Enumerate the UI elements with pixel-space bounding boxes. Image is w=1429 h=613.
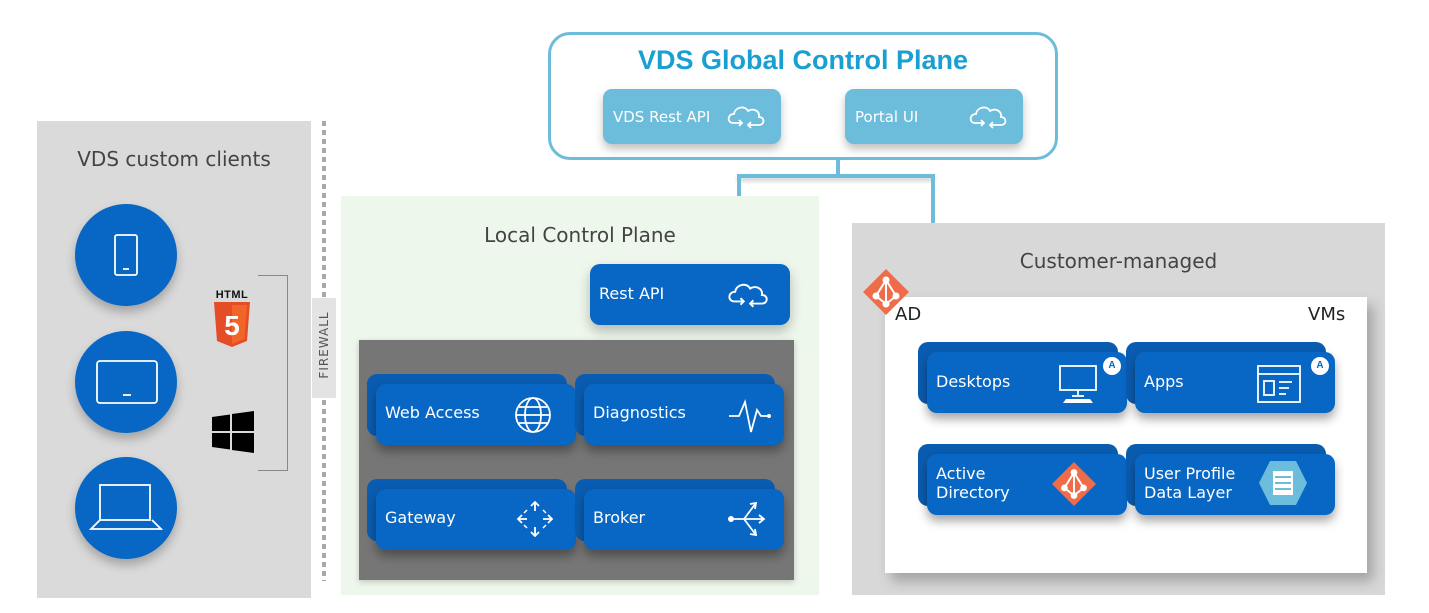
cloud-sync-icon	[728, 283, 768, 308]
cloud-sync-icon	[727, 106, 765, 129]
tablet-client[interactable]	[75, 331, 177, 433]
user-profile-data-layer-card[interactable]: User Profile Data Layer	[1126, 444, 1336, 516]
diagnostics-card[interactable]: Diagnostics	[575, 374, 785, 446]
active-directory-icon	[1051, 461, 1097, 507]
html5-badge: 5	[224, 310, 240, 341]
html5-label: HTML	[215, 289, 249, 301]
card-label: Diagnostics	[593, 403, 686, 422]
ad-label: AD	[895, 304, 922, 325]
laptop-client[interactable]	[75, 457, 177, 559]
firewall-label: FIREWALL	[317, 311, 331, 379]
vds-rest-api-card[interactable]: VDS Rest API	[603, 89, 781, 144]
card-label: Broker	[593, 508, 646, 527]
card-label: Rest API	[599, 284, 665, 303]
customer-managed-title: Customer-managed	[1019, 249, 1218, 273]
branch-arrows-icon	[728, 501, 766, 537]
active-directory-card[interactable]: Active Directory	[918, 444, 1128, 516]
html5-logo: HTML 5	[212, 289, 252, 351]
web-access-card[interactable]: Web Access	[367, 374, 577, 446]
portal-ui-card[interactable]: Portal UI	[845, 89, 1023, 144]
vms-label: VMs	[1308, 304, 1346, 325]
global-control-plane-title: VDS Global Control Plane	[637, 45, 969, 75]
desktop-icon	[1059, 365, 1097, 403]
card-label-line2: Data Layer	[1144, 483, 1232, 502]
phone-icon	[114, 234, 138, 276]
phone-client[interactable]	[75, 204, 177, 306]
broker-card[interactable]: Broker	[575, 479, 785, 551]
app-badge: A	[1103, 357, 1121, 375]
gateway-card[interactable]: Gateway	[367, 479, 577, 551]
connector-line	[931, 174, 935, 230]
custom-clients-title: VDS custom clients	[77, 147, 271, 171]
local-control-plane-title: Local Control Plane	[484, 223, 676, 247]
globe-icon	[515, 397, 551, 433]
pulse-icon	[729, 398, 771, 433]
card-label: Desktops	[936, 372, 1011, 391]
global-control-plane: VDS Global Control Plane VDS Rest API Po…	[548, 32, 1058, 160]
laptop-icon	[88, 484, 164, 530]
data-layer-icon	[1259, 461, 1307, 505]
card-label-line1: Active	[936, 464, 986, 483]
card-label: Apps	[1144, 372, 1184, 391]
card-label: VDS Rest API	[613, 107, 711, 126]
desktops-card[interactable]: Desktops A	[918, 342, 1128, 414]
connector-line	[737, 174, 935, 178]
local-rest-api-card[interactable]: Rest API	[590, 264, 790, 325]
card-label-line1: User Profile	[1144, 464, 1236, 483]
card-label: Portal UI	[855, 107, 919, 126]
vms-container	[885, 297, 1367, 573]
tablet-icon	[96, 360, 158, 404]
card-label: Web Access	[385, 403, 480, 422]
move-arrows-icon	[516, 500, 554, 538]
active-directory-icon	[863, 269, 909, 315]
platform-bracket	[258, 275, 288, 471]
card-label: Gateway	[385, 508, 456, 527]
connector-line	[836, 158, 840, 176]
app-badge: A	[1311, 357, 1329, 375]
html5-icon: 5	[214, 302, 250, 347]
windows-icon	[212, 411, 254, 453]
cloud-sync-icon	[969, 106, 1007, 129]
apps-card[interactable]: Apps A	[1126, 342, 1336, 414]
app-window-icon	[1257, 365, 1301, 403]
card-label-line2: Directory	[936, 483, 1010, 502]
firewall-label-box: FIREWALL	[312, 298, 336, 398]
